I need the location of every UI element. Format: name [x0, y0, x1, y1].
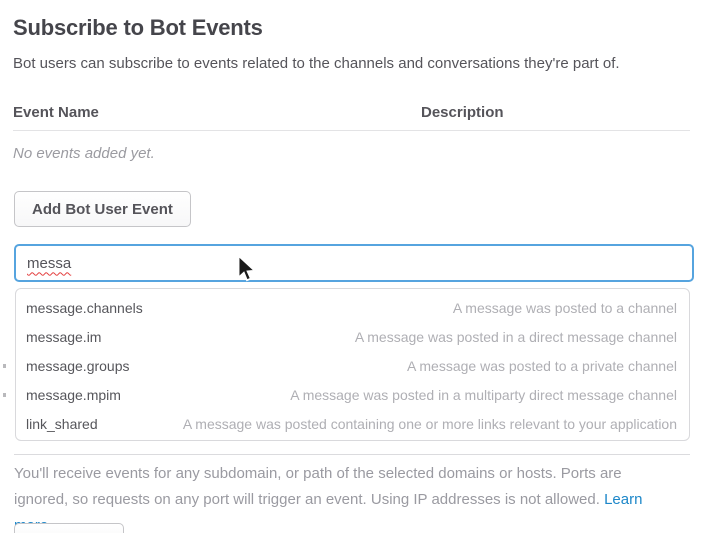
column-header-description: Description: [421, 104, 504, 121]
footer-note-text: You'll receive events for any subdomain,…: [14, 465, 622, 508]
suggestion-name: message.groups: [26, 357, 130, 374]
footer-divider: [14, 454, 690, 455]
table-header-divider: [13, 130, 690, 131]
suggestion-message-groups[interactable]: message.groups A message was posted to a…: [16, 351, 689, 380]
background-text-fragment: [3, 393, 6, 397]
suggestion-link-shared[interactable]: link_shared A message was posted contain…: [16, 409, 689, 438]
suggestion-name: link_shared: [26, 415, 98, 432]
event-search-value: messa: [27, 254, 72, 272]
empty-events-message: No events added yet.: [13, 145, 155, 162]
suggestion-description: A message was posted in a direct message…: [354, 328, 677, 345]
suggestion-name: message.channels: [26, 299, 143, 316]
suggestion-message-mpim[interactable]: message.mpim A message was posted in a m…: [16, 380, 689, 409]
suggestion-description: A message was posted containing one or m…: [182, 415, 677, 432]
suggestion-message-channels[interactable]: message.channels A message was posted to…: [16, 293, 689, 322]
section-description: Bot users can subscribe to events relate…: [13, 55, 620, 72]
suggestion-description: A message was posted in a multiparty dir…: [290, 386, 677, 403]
background-text-fragment: [3, 364, 6, 368]
suggestion-description: A message was posted to a private channe…: [406, 357, 677, 374]
event-suggestions-dropdown: message.channels A message was posted to…: [15, 288, 690, 441]
partial-button[interactable]: [14, 523, 124, 533]
event-search-input[interactable]: messa: [14, 244, 694, 282]
suggestion-description: A message was posted to a channel: [452, 299, 677, 316]
add-bot-user-event-button[interactable]: Add Bot User Event: [14, 191, 191, 227]
suggestion-message-im[interactable]: message.im A message was posted in a dir…: [16, 322, 689, 351]
suggestion-name: message.mpim: [26, 386, 121, 403]
suggestion-name: message.im: [26, 328, 102, 345]
column-header-event-name: Event Name: [13, 104, 99, 121]
page-title: Subscribe to Bot Events: [13, 15, 263, 40]
